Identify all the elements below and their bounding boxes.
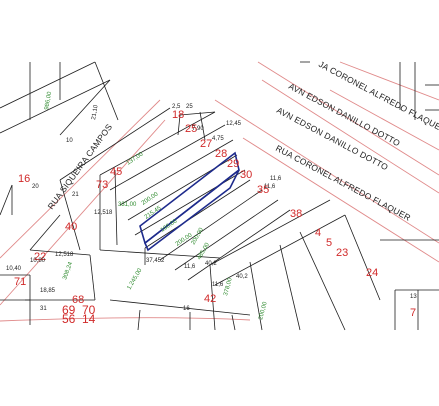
dimension-label: 11,6 xyxy=(264,184,276,190)
road-boundaries xyxy=(0,61,439,322)
dimension-label: 7,90 xyxy=(192,126,204,132)
lot-number: 69 xyxy=(62,303,76,317)
lot-number: 40 xyxy=(65,221,77,233)
dimension-label: 485,00 xyxy=(197,242,212,261)
lot-number: 70 xyxy=(82,303,96,317)
lot-number: 29 xyxy=(227,158,239,170)
lot-number: 23 xyxy=(336,247,348,259)
lot-number: 24 xyxy=(366,267,378,279)
lot-number: 30 xyxy=(240,169,252,181)
dimension-label: 200,00 xyxy=(141,191,160,207)
dimension-label: 16 xyxy=(183,306,190,312)
dimension-label: 4,75 xyxy=(212,136,224,142)
dimension-label: 40,2 xyxy=(205,261,217,267)
dimension-label: 40,2 xyxy=(236,274,248,280)
street-label-siqueira-campos: RUA SIQUEIRA CAMPOS xyxy=(46,122,115,211)
dimension-label: 20 xyxy=(32,184,39,190)
lot-number: 38 xyxy=(290,208,302,220)
lot-number: 35 xyxy=(257,184,269,196)
dimension-label: 200,00 xyxy=(175,232,194,248)
lot-number: 68 xyxy=(72,294,84,306)
dimension-label: 12,45 xyxy=(226,121,242,127)
dimension-label: 10,40 xyxy=(6,266,22,272)
dimension-label: 200,00 xyxy=(191,227,206,246)
lot-number: 7 xyxy=(410,307,416,319)
dimension-label: 31 xyxy=(40,306,47,312)
lot-number: 27 xyxy=(200,138,212,150)
dimension-label: 308,24 xyxy=(62,261,74,281)
lot-number: 73 xyxy=(96,179,108,191)
selected-parcel[interactable] xyxy=(139,151,240,252)
lot-number: 14 xyxy=(82,312,96,326)
dimension-label: 11,6 xyxy=(212,282,224,288)
lot-number: 16 xyxy=(18,173,30,185)
dimension-label: 1.245,00 xyxy=(127,267,144,291)
lot-number: 28 xyxy=(215,148,227,160)
lot-number: 5 xyxy=(326,237,332,249)
street-labels: RUA SIQUEIRA CAMPOS AVN EDSON DANILLO DO… xyxy=(46,59,439,223)
dimension-label: 2,5 xyxy=(172,104,181,110)
dimension-label: 331,00 xyxy=(118,202,137,208)
lot-numbers: 16 18 25 27 28 29 30 35 38 40 22 71 7 24… xyxy=(14,109,416,326)
dimension-label: 21,10 xyxy=(91,104,100,120)
parcel-lines xyxy=(0,61,439,331)
dimension-label: 11,6 xyxy=(184,264,196,270)
dimension-label: 12,518 xyxy=(55,252,74,258)
lot-number: 42 xyxy=(204,293,216,305)
lot-number: 4 xyxy=(315,227,321,239)
street-label-coronel-top: JA CORONEL ALFREDO FLAQUER xyxy=(317,59,439,135)
dimension-label: 25 xyxy=(186,104,193,110)
dimension-label: 10 xyxy=(66,138,73,144)
dimension-label: 21 xyxy=(72,192,79,198)
dimension-label: 37,452 xyxy=(146,258,165,264)
dimension-label: 10,80 xyxy=(30,258,46,264)
lot-number: 56 xyxy=(62,312,76,326)
dimension-label: 12,518 xyxy=(94,210,113,216)
lot-number: 45 xyxy=(110,166,122,178)
lot-number: 22 xyxy=(34,251,46,263)
dimension-label: 200,00 xyxy=(258,301,269,321)
lot-number: 71 xyxy=(14,276,26,288)
dimension-label: 18,85 xyxy=(40,288,56,294)
dimension-label: 13 xyxy=(410,294,417,300)
street-label-avn-edson-2: AVN EDSON DANILLO DOTTO xyxy=(275,105,390,172)
dimension-label: 986,00 xyxy=(44,91,53,111)
dimension-label: 215,45 xyxy=(144,205,163,221)
dimension-label: 378,00 xyxy=(223,277,234,297)
lot-number: 25 xyxy=(185,123,197,135)
lot-number: 18 xyxy=(172,109,184,121)
dimension-label: 11,6 xyxy=(270,176,282,182)
dimension-label: 160,00 xyxy=(160,218,179,234)
